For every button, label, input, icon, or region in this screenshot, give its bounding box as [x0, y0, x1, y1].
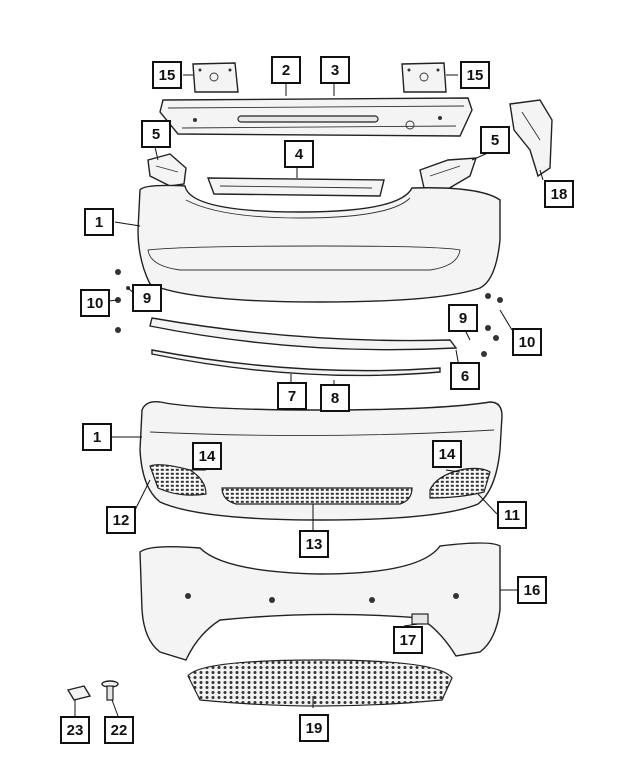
callout-5-right[interactable]: 5: [480, 126, 510, 154]
callout-10-left[interactable]: 10: [80, 289, 110, 317]
callout-7[interactable]: 7: [277, 382, 307, 410]
callout-3[interactable]: 3: [320, 56, 350, 84]
fascia-16: [139, 542, 501, 661]
grille-12-left: [149, 464, 207, 496]
callout-1-lower[interactable]: 1: [82, 423, 112, 451]
callout-17[interactable]: 17: [393, 626, 423, 654]
callout-14-right[interactable]: 14: [432, 440, 462, 468]
callout-5-left[interactable]: 5: [141, 120, 171, 148]
molding-6: [149, 317, 458, 351]
callout-14-left[interactable]: 14: [192, 442, 222, 470]
callout-23[interactable]: 23: [60, 716, 90, 744]
screw-22: [101, 680, 119, 701]
callout-16[interactable]: 16: [517, 576, 547, 604]
bracket-15-right: [401, 62, 447, 93]
bumper-fascia-upper: [137, 184, 501, 303]
callout-15-right[interactable]: 15: [460, 61, 490, 89]
callout-22[interactable]: 22: [104, 716, 134, 744]
strip-7-8: [151, 349, 441, 377]
grille-13-center: [221, 487, 413, 505]
bracket-18: [509, 99, 553, 178]
callout-18[interactable]: 18: [544, 180, 574, 208]
fasteners-right: [481, 293, 503, 357]
callout-10-right[interactable]: 10: [512, 328, 542, 356]
callout-9-right[interactable]: 9: [448, 304, 478, 332]
callout-12[interactable]: 12: [106, 506, 136, 534]
bracket-5-left: [147, 153, 187, 187]
callout-6[interactable]: 6: [450, 362, 480, 390]
callout-9-left[interactable]: 9: [132, 284, 162, 312]
diffuser-19: [187, 659, 453, 707]
bracket-5-right: [419, 157, 477, 191]
callout-11[interactable]: 11: [497, 501, 527, 529]
callout-4[interactable]: 4: [284, 140, 314, 168]
nut-23: [66, 685, 92, 701]
callout-2[interactable]: 2: [271, 56, 301, 84]
callout-19[interactable]: 19: [299, 714, 329, 742]
bracket-15-left: [192, 62, 239, 93]
callout-1-upper[interactable]: 1: [84, 208, 114, 236]
fasteners-left: [115, 269, 130, 333]
callout-8[interactable]: 8: [320, 384, 350, 412]
callout-15-left[interactable]: 15: [152, 61, 182, 89]
callout-13[interactable]: 13: [299, 530, 329, 558]
grille-11-right: [429, 467, 491, 499]
energy-absorber: [206, 177, 385, 197]
reinforcement-beam: [159, 97, 473, 137]
